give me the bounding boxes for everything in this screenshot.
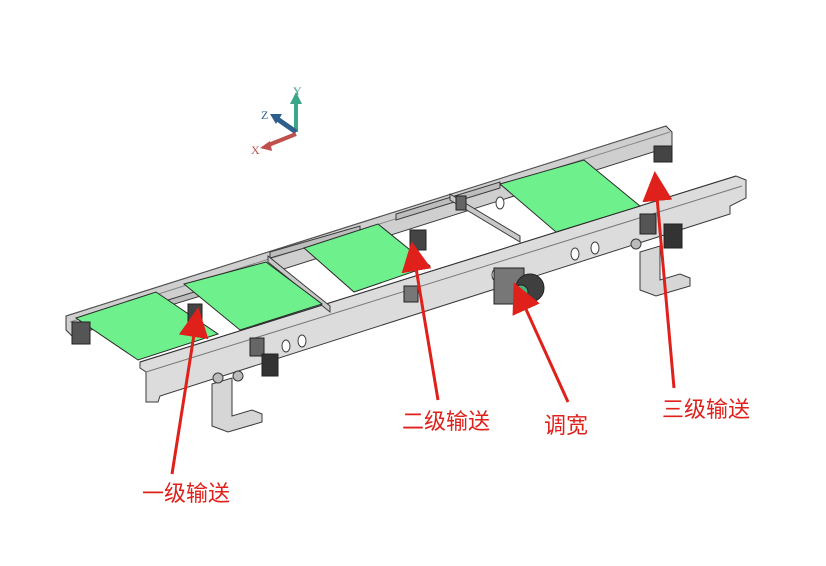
leg-right <box>639 245 691 297</box>
arrow-stage3 <box>642 171 676 389</box>
axis-y-label: Y <box>293 84 302 98</box>
belt-stage1 <box>74 291 220 361</box>
label-stage3: 三级输送 <box>662 398 751 423</box>
annotation-arrows <box>170 171 676 475</box>
label-width-adjust: 调宽 <box>544 414 589 439</box>
arrow-width-adjust <box>512 282 570 403</box>
axis-z-label: Z <box>261 108 268 122</box>
axis-triad-icon: Y Z X <box>251 84 302 157</box>
arrow-stage1 <box>170 307 209 475</box>
conveyor-frame <box>65 125 747 433</box>
leg-left <box>211 377 263 433</box>
arrow-stage2 <box>401 241 440 401</box>
belt-stage3 <box>498 159 642 233</box>
label-stage2: 二级输送 <box>402 410 491 435</box>
axis-x-label: X <box>251 143 260 157</box>
belts <box>74 159 642 361</box>
label-stage1: 一级输送 <box>142 482 231 507</box>
belt-stage1b <box>182 261 324 331</box>
